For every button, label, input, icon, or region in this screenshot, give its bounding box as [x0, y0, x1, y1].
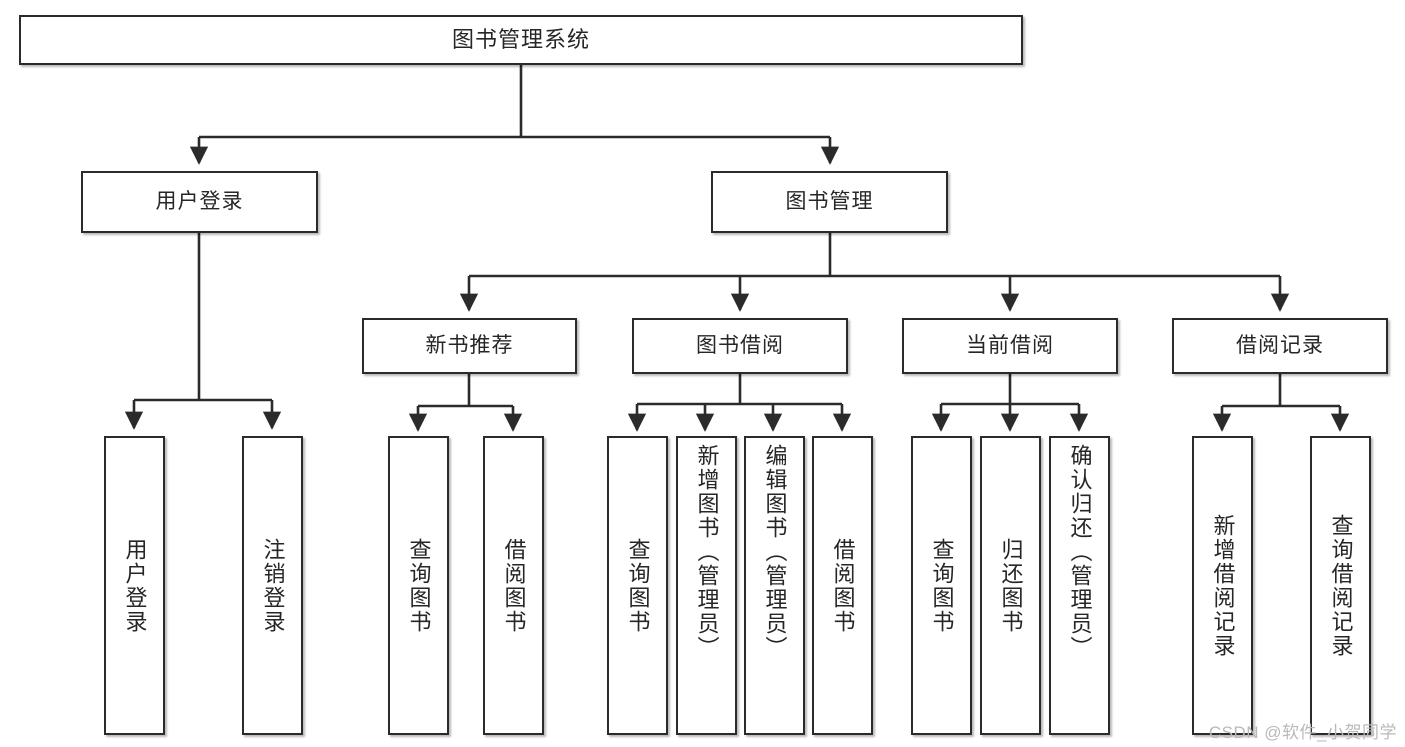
node-label: 用户登录 — [122, 537, 148, 634]
leaf-add-borrow-record[interactable]: 新增借阅记录 — [1192, 436, 1253, 735]
node-label: 查询借阅记录 — [1328, 513, 1354, 658]
node-new-book-recommend[interactable]: 新书推荐 — [362, 318, 577, 374]
leaf-user-login[interactable]: 用户登录 — [104, 436, 165, 735]
node-book-borrow[interactable]: 图书借阅 — [632, 318, 848, 374]
node-root-system[interactable]: 图书管理系统 — [19, 15, 1023, 65]
leaf-query-borrow-record[interactable]: 查询借阅记录 — [1310, 436, 1371, 735]
node-label: 编辑图书（管理员） — [762, 444, 788, 660]
node-label: 图书借阅 — [696, 334, 784, 358]
node-label: 查询图书 — [929, 537, 955, 634]
leaf-logout-login[interactable]: 注销登录 — [242, 436, 303, 735]
leaf-query-book-current[interactable]: 查询图书 — [911, 436, 972, 735]
node-label: 用户登录 — [155, 190, 244, 214]
watermark-text: CSDN @软件_小贺同学 — [1208, 723, 1397, 742]
node-label: 确认归还（管理员） — [1067, 444, 1093, 660]
leaf-query-book-recommend[interactable]: 查询图书 — [388, 436, 449, 735]
leaf-add-book[interactable]: 新增图书（管理员） — [676, 436, 737, 735]
node-label: 查询图书 — [625, 537, 651, 634]
node-user-login[interactable]: 用户登录 — [81, 171, 318, 233]
node-borrow-record[interactable]: 借阅记录 — [1172, 318, 1388, 374]
node-label: 借阅记录 — [1236, 334, 1324, 358]
node-label: 当前借阅 — [966, 334, 1054, 358]
leaf-borrow-book-borrow[interactable]: 借阅图书 — [812, 436, 873, 735]
leaf-confirm-return[interactable]: 确认归还（管理员） — [1049, 436, 1110, 735]
node-book-manage[interactable]: 图书管理 — [711, 171, 948, 233]
node-current-borrow[interactable]: 当前借阅 — [902, 318, 1118, 374]
leaf-query-book-borrow[interactable]: 查询图书 — [607, 436, 668, 735]
leaf-edit-book[interactable]: 编辑图书（管理员） — [744, 436, 805, 735]
node-label: 借阅图书 — [501, 537, 527, 634]
node-label: 注销登录 — [260, 537, 286, 634]
node-label: 图书管理系统 — [451, 26, 590, 52]
node-label: 借阅图书 — [830, 537, 856, 634]
leaf-borrow-book-recommend[interactable]: 借阅图书 — [483, 436, 544, 735]
node-label: 查询图书 — [406, 537, 432, 634]
node-label: 新书推荐 — [425, 334, 514, 358]
leaf-return-book[interactable]: 归还图书 — [980, 436, 1041, 735]
node-label: 新增图书（管理员） — [694, 444, 720, 660]
node-label: 图书管理 — [785, 190, 874, 214]
node-label: 新增借阅记录 — [1210, 513, 1236, 658]
node-label: 归还图书 — [998, 537, 1024, 634]
